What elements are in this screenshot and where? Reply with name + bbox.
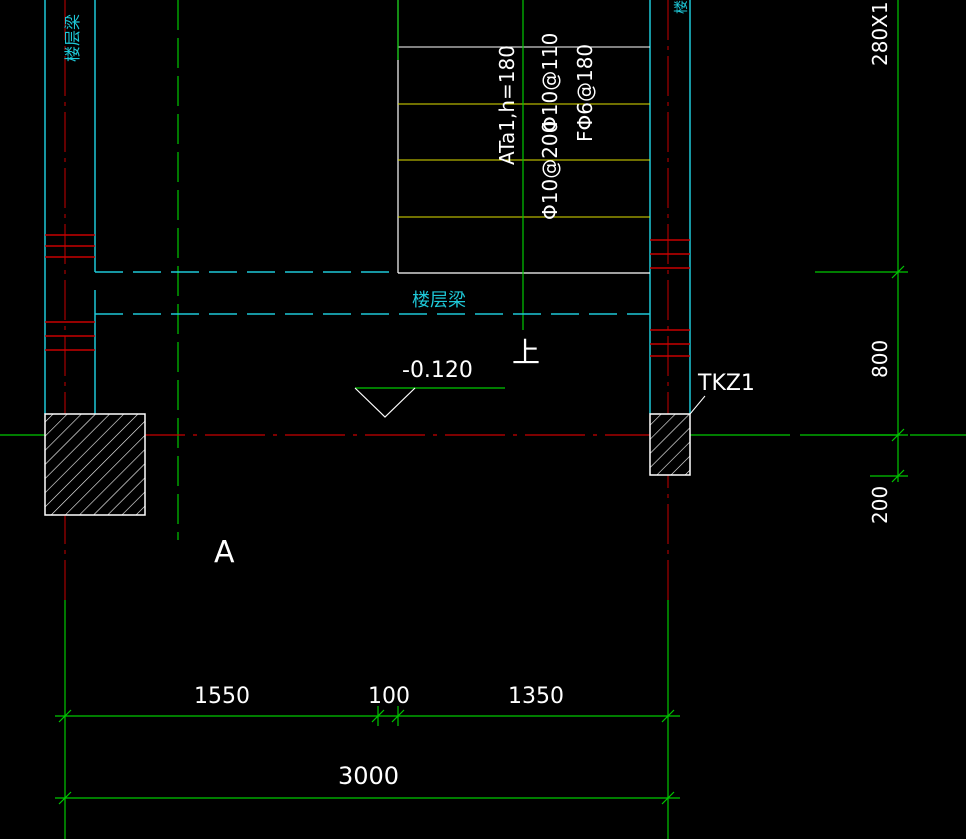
left-wall bbox=[44, 0, 96, 414]
rebar-dist-label: FΦ6@180 bbox=[573, 44, 597, 142]
tkz1-column bbox=[649, 413, 691, 476]
stair-spec-label: ATa1,h=180 bbox=[495, 45, 519, 165]
tkz1-leader bbox=[689, 395, 706, 415]
level-label: -0.120 bbox=[402, 358, 473, 383]
axis-lines bbox=[177, 0, 524, 540]
level-marker bbox=[354, 387, 505, 418]
right-wall bbox=[649, 0, 691, 414]
axis-a-label: A bbox=[214, 535, 235, 570]
dim-1550: 1550 bbox=[194, 684, 250, 709]
bottom-dimensions bbox=[55, 600, 680, 839]
left-column bbox=[44, 413, 146, 516]
stair-flight bbox=[397, 0, 650, 274]
rebar-bottom-label: Φ10@200 bbox=[538, 121, 562, 220]
dim-right-200: 200 bbox=[868, 486, 892, 524]
left-wall-label: 楼层梁 bbox=[63, 14, 82, 62]
right-wall-ticks bbox=[650, 239, 690, 357]
floor-beam-lines bbox=[95, 271, 650, 315]
dim-3000: 3000 bbox=[338, 762, 399, 790]
floor-beam-label: 楼层梁 bbox=[412, 290, 466, 311]
dim-right-800: 800 bbox=[868, 340, 892, 378]
column-label: TKZ1 bbox=[697, 371, 755, 396]
right-dimensions bbox=[815, 0, 908, 483]
left-wall-ticks bbox=[45, 234, 95, 351]
dim-100: 100 bbox=[368, 684, 410, 709]
right-wall-label: 楼层梁 bbox=[674, 0, 690, 14]
up-label: 上 bbox=[512, 336, 540, 369]
dim-1350: 1350 bbox=[508, 684, 564, 709]
rebar-top-label: Φ10@110 bbox=[538, 33, 562, 132]
dim-right-top: 280X1 bbox=[868, 1, 892, 66]
